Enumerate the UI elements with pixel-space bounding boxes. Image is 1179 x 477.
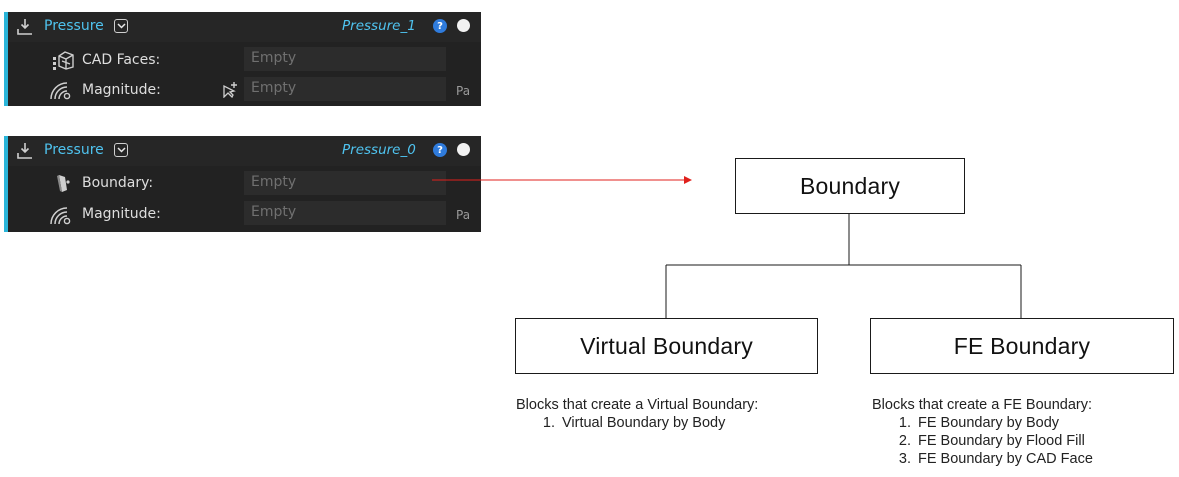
magnitude-field[interactable]: Empty (244, 201, 446, 225)
chevron-down-icon[interactable] (114, 143, 128, 157)
virtual-boundary-box: Virtual Boundary (515, 318, 818, 374)
note-heading: Blocks that create a Virtual Boundary: (516, 397, 759, 413)
cad-faces-field[interactable]: Empty (244, 47, 446, 71)
tree-connector (665, 214, 1022, 318)
note-heading: Blocks that create a FE Boundary: (872, 397, 1093, 413)
chevron-down-icon[interactable] (114, 19, 128, 33)
status-dot[interactable] (457, 19, 470, 32)
note-item: FE Boundary by Body (915, 414, 1093, 432)
status-dot[interactable] (457, 143, 470, 156)
boundary-box: Boundary (735, 158, 965, 214)
note-item: FE Boundary by Flood Fill (915, 432, 1093, 450)
panel-header: Pressure Pressure_1 ? (8, 12, 481, 42)
magnitude-label: Magnitude: (82, 82, 161, 98)
magnitude-label: Magnitude: (82, 206, 161, 222)
magnitude-icon (48, 77, 74, 101)
panel-instance-name[interactable]: Pressure_1 (342, 18, 416, 34)
magnitude-unit: Pa (456, 208, 471, 222)
pressure-load-icon (15, 17, 35, 37)
boundary-field[interactable]: Empty (244, 171, 446, 195)
note-item: FE Boundary by CAD Face (915, 450, 1093, 468)
note-item: Virtual Boundary by Body (559, 414, 758, 432)
virtual-boundary-note: Blocks that create a Virtual Boundary: V… (516, 396, 758, 432)
pressure-panel-1: Pressure Pressure_1 ? CAD Faces: Empty M… (4, 12, 481, 106)
cad-faces-icon (52, 49, 74, 71)
panel-title: Pressure (44, 142, 104, 158)
fe-boundary-box: FE Boundary (870, 318, 1174, 374)
help-icon[interactable]: ? (433, 19, 447, 33)
pressure-load-icon (15, 141, 35, 161)
magnitude-field[interactable]: Empty (244, 77, 446, 101)
panel-instance-name[interactable]: Pressure_0 (342, 142, 416, 158)
boundary-icon (52, 172, 74, 194)
pressure-panel-0: Pressure Pressure_0 ? Boundary: Empty Ma… (4, 136, 481, 232)
cad-faces-label: CAD Faces: (82, 52, 161, 68)
fe-boundary-note: Blocks that create a FE Boundary: FE Bou… (872, 396, 1093, 468)
boundary-label: Boundary: (82, 175, 154, 191)
panel-title: Pressure (44, 18, 104, 34)
panel-header: Pressure Pressure_0 ? (8, 136, 481, 166)
magnitude-icon (48, 202, 74, 226)
pick-cursor-icon[interactable] (222, 80, 238, 98)
magnitude-unit: Pa (456, 84, 471, 98)
help-icon[interactable]: ? (433, 143, 447, 157)
